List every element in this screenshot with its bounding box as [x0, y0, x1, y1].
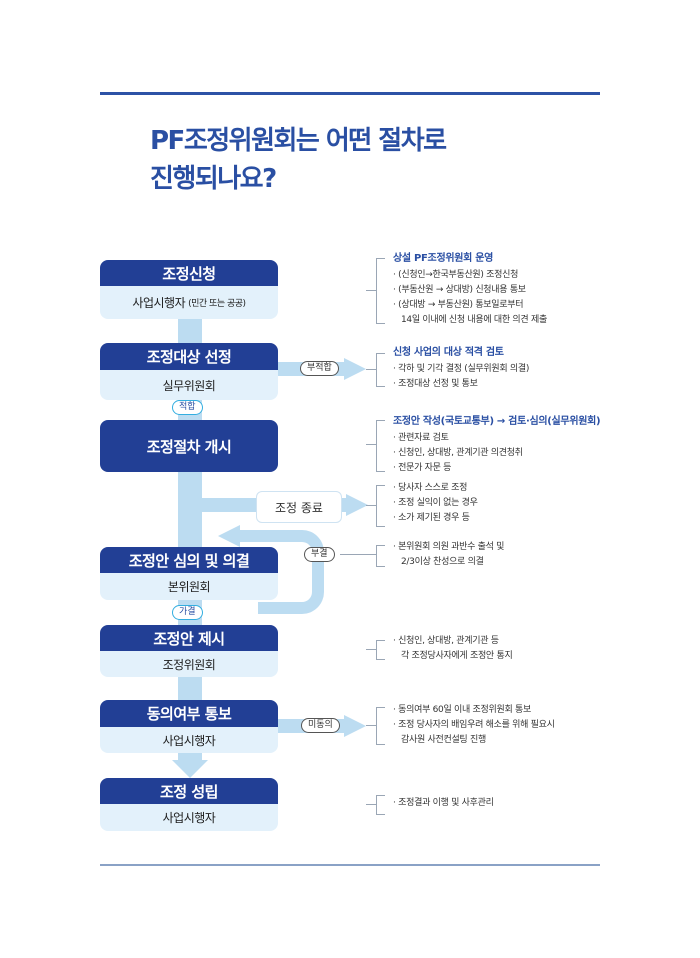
note-item: (상대방 → 부동산원) 통보일로부터	[393, 298, 547, 313]
step-title: 조정안 심의 및 의결	[100, 547, 278, 573]
step-actor: 본위원회	[100, 573, 278, 600]
note-item: 조정 실익이 없는 경우	[393, 496, 478, 511]
terminate-box: 조정 종료	[256, 491, 342, 523]
bracket	[376, 353, 385, 387]
step-actor: 사업시행자(민간 또는 공공)	[100, 286, 278, 319]
note-item: 조정대상 선정 및 통보	[393, 377, 529, 392]
step-application: 조정신청 사업시행자(민간 또는 공공)	[100, 260, 278, 319]
step-consent: 동의여부 통보 사업시행자	[100, 700, 278, 753]
note-item-cont: 각 조정당사자에게 조정안 통지	[401, 651, 513, 661]
bracket	[376, 795, 385, 815]
connector-line	[366, 725, 376, 726]
disagree-pill: 미동의	[301, 718, 340, 733]
flow-connector	[178, 318, 202, 346]
step-selection: 조정대상 선정 실무위원회	[100, 343, 278, 400]
note-heading: 조정안 작성(국토교통부) → 검토·심의(실무위원회)	[393, 416, 601, 427]
note-item: (부동산원 → 상대방) 신청내용 통보	[393, 283, 547, 298]
bracket	[376, 640, 385, 660]
bracket	[376, 258, 385, 324]
right-arrow-icon	[346, 494, 368, 516]
note-consent: 동의여부 60일 이내 조정위원회 통보 조정 당사자의 배임우려 해소를 위해…	[393, 703, 555, 748]
unsuitable-pill: 부적합	[300, 361, 339, 376]
approved-pill: 가결	[172, 605, 203, 620]
note-termination: 당사자 스스로 조정 조정 실익이 없는 경우 소가 제기된 경우 등	[393, 481, 478, 526]
connector-line	[366, 505, 376, 506]
note-item: 신청인, 상대방, 관계기관 의견청취	[393, 446, 600, 461]
step-deliberation: 조정안 심의 및 의결 본위원회	[100, 547, 278, 600]
title-line-2: 진행되나요?	[150, 164, 277, 194]
flow-connector	[178, 470, 202, 550]
note-item: 동의여부 60일 이내 조정위원회 통보	[393, 703, 555, 718]
note-item: 신청인, 상대방, 관계기관 등	[393, 634, 512, 649]
bracket	[376, 420, 385, 472]
rejected-pill: 부결	[304, 547, 335, 562]
note-item: 본위원회 의원 과반수 출석 및	[393, 540, 504, 555]
bracket	[376, 707, 385, 745]
reject-loop-top	[238, 530, 268, 542]
step-actor: 사업시행자	[100, 727, 278, 753]
note-eligibility: 신청 사업의 대상 적격 검토 각하 및 기각 결정 (실무위원회 의결) 조정…	[393, 345, 529, 392]
connector-line	[366, 649, 376, 650]
step-actor: 사업시행자	[100, 804, 278, 831]
note-drafting: 조정안 작성(국토교통부) → 검토·심의(실무위원회) 관련자료 검토 신청인…	[393, 414, 601, 476]
actor-label: 사업시행자	[132, 296, 186, 310]
note-operation: 상설 PF조정위원회 운영 (신청인→한국부동산원) 조정신청 (부동산원 → …	[393, 251, 547, 328]
note-item: 각하 및 기각 결정 (실무위원회 의결)	[393, 362, 529, 377]
note-item: 관련자료 검토	[393, 431, 600, 446]
step-title: 조정절차 개시	[100, 420, 278, 472]
note-settlement: 조정결과 이행 및 사후관리	[393, 796, 494, 811]
actor-note: (민간 또는 공공)	[188, 299, 246, 309]
bracket	[376, 485, 385, 527]
note-item: 당사자 스스로 조정	[393, 481, 478, 496]
step-commence: 조정절차 개시	[100, 420, 278, 472]
suitable-pill: 적합	[172, 400, 203, 415]
step-proposal: 조정안 제시 조정위원회	[100, 625, 278, 677]
top-divider	[100, 92, 600, 95]
connector-line	[366, 804, 376, 805]
step-title: 동의여부 통보	[100, 700, 278, 727]
terminate-label: 조정 종료	[275, 500, 323, 515]
note-item-cont: 2/3이상 찬성으로 의결	[401, 557, 484, 567]
step-settlement: 조정 성립 사업시행자	[100, 778, 278, 831]
step-actor: 실무위원회	[100, 370, 278, 400]
note-resolution: 본위원회 의원 과반수 출석 및 2/3이상 찬성으로 의결	[393, 540, 504, 570]
step-title: 조정대상 선정	[100, 343, 278, 370]
connector-line	[366, 444, 376, 445]
note-item: 전문가 자문 등	[393, 461, 600, 476]
note-item: (신청인→한국부동산원) 조정신청	[393, 268, 547, 283]
right-arrow-icon	[344, 358, 366, 380]
title-line-1: PF조정위원회는 어떤 절차로	[150, 126, 447, 156]
connector-line	[366, 290, 376, 291]
bracket	[376, 545, 385, 567]
note-heading: 신청 사업의 대상 적격 검토	[393, 347, 504, 358]
note-item-cont: 14일 이내에 신청 내용에 대한 의견 제출	[401, 315, 547, 325]
note-proposal: 신청인, 상대방, 관계기관 등 각 조정당사자에게 조정안 통지	[393, 634, 513, 664]
step-title: 조정 성립	[100, 778, 278, 804]
note-item-cont: 감사원 사전컨설팅 진행	[401, 735, 486, 745]
bottom-divider	[100, 864, 600, 866]
page-title: PF조정위원회는 어떤 절차로 진행되나요?	[150, 122, 447, 198]
down-arrow-icon	[172, 760, 208, 778]
step-title: 조정신청	[100, 260, 278, 286]
right-arrow-icon	[344, 715, 366, 737]
flow-connector	[178, 675, 202, 703]
note-heading: 상설 PF조정위원회 운영	[393, 253, 494, 264]
left-arrow-icon	[218, 525, 240, 547]
connector-line	[340, 554, 376, 555]
note-item: 조정결과 이행 및 사후관리	[393, 796, 494, 811]
connector-line	[366, 369, 376, 370]
step-title: 조정안 제시	[100, 625, 278, 651]
note-item: 소가 제기된 경우 등	[393, 511, 478, 526]
note-item: 조정 당사자의 배임우려 해소를 위해 필요시	[393, 718, 555, 733]
flow-connector	[178, 751, 202, 761]
step-actor: 조정위원회	[100, 651, 278, 677]
